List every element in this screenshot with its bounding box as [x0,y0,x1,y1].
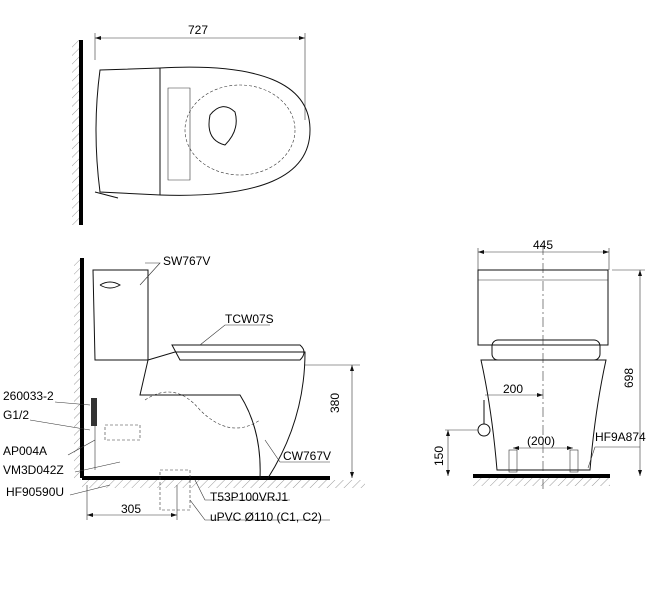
pipe-label: uPVC Ø110 (C1, C2) [210,510,322,524]
seat [171,344,305,361]
bolt-code-label: HF9A874 [595,430,646,444]
supply-height-dim: 150 [432,445,446,466]
bowl-outline [159,66,311,196]
rough-in-dim-label: 305 [121,502,142,516]
front-width-dim: 445 [533,238,554,252]
supply-offset-dim: 200 [503,382,524,396]
part-label-3: AP004A [3,444,48,458]
tank-outline [95,67,161,196]
top-width-dim: 727 [188,23,209,37]
side-view [29,258,365,521]
top-view [72,33,311,225]
bowl [139,351,306,479]
bolt-spacing-dim: (200) [527,434,556,448]
part-label-1: 260033-2 [3,389,54,403]
total-height-dim: 698 [622,367,636,388]
tank-code-label: SW767V [163,254,211,268]
part-label-4: VM3D042Z [3,463,64,477]
flush-button [99,281,121,289]
part-label-5: HF90590U [6,485,65,499]
bowl-front [480,359,607,471]
flange-code-label: T53P100VRJ1 [210,490,289,504]
seat-front [491,339,601,361]
part-label-2: G1/2 [3,408,30,422]
front-view [445,245,645,490]
tank [92,269,149,361]
bowl-code-label: CW767V [283,449,332,463]
seat-code-label: TCW07S [225,312,274,326]
height-dim-label: 380 [328,392,342,413]
